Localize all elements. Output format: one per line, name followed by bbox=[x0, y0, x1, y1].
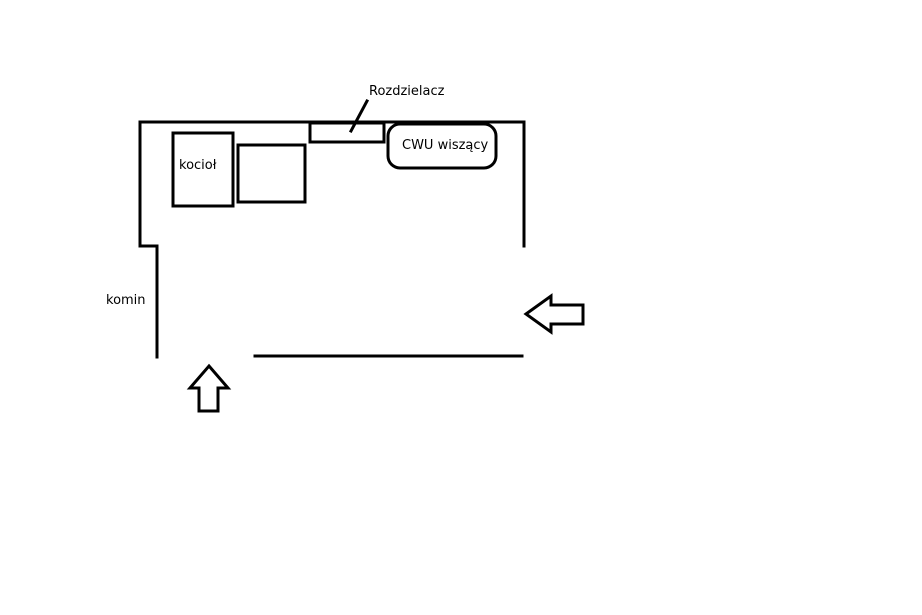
unit-box bbox=[236, 143, 307, 204]
boiler-box bbox=[171, 131, 235, 208]
hot-water-tank-label: CWU wiszący bbox=[402, 138, 489, 153]
chimney-label: komin bbox=[106, 293, 146, 308]
boiler-label: kocioł bbox=[179, 158, 217, 173]
wall-chimney-notch bbox=[138, 244, 159, 359]
arrow-up-icon bbox=[186, 363, 232, 413]
manifold-label: Rozdzielacz bbox=[369, 84, 445, 99]
manifold-leader-line bbox=[348, 98, 370, 134]
hot-water-tank-box bbox=[386, 122, 498, 170]
arrow-left-icon bbox=[523, 293, 585, 335]
manifold-box bbox=[308, 121, 386, 144]
